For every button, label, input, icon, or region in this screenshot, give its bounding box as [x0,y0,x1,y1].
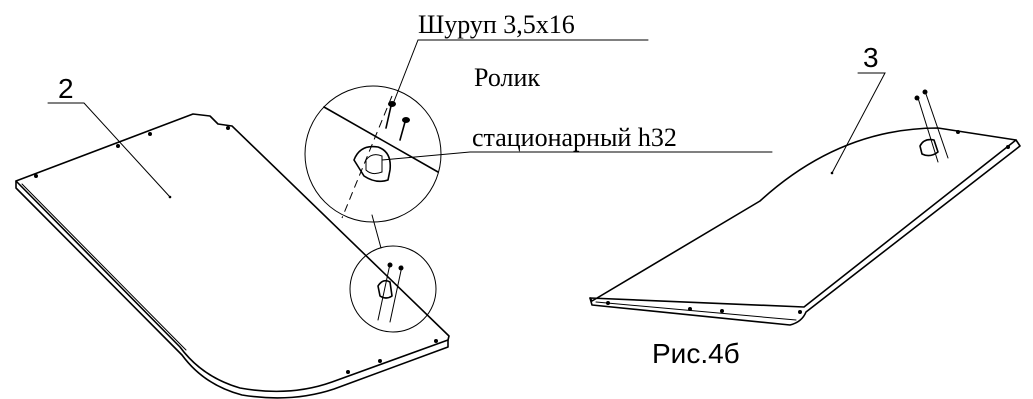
screw-head-large [402,117,410,123]
screw-icon-large [385,105,392,129]
label-roller-line2: стационарный h32 [472,123,677,152]
panel-right-hole [720,309,724,313]
screw-head-small [398,265,404,271]
panel-left-hole [116,144,120,148]
screw-head-small [387,262,393,268]
detail-circle-small [349,245,437,333]
label-3-leader [831,72,886,174]
panel-left-inner-edge [21,183,187,351]
panel-right: 3 [589,42,1021,326]
panel-right-hole [798,310,802,314]
screw-icon-right [925,93,949,159]
panel-left-hole [434,339,438,343]
detail-large-circle: Шуруп 3,5х16 Ролик стационарный h32 [304,10,773,223]
roller-inner-large [365,154,383,175]
screw-head-right [914,95,920,101]
screw-icon-large [399,121,406,141]
detail-panel-edge [323,106,439,173]
detail-connector-line [371,214,382,249]
detail-small-circle [349,214,437,333]
panel-right-hole [606,301,610,305]
label-part-2: 2 [58,73,74,104]
panel-left-hole [148,132,152,136]
panel-left-hole [378,359,382,363]
panel-left-hole [34,174,38,178]
panel-right-thickness-edge [589,139,1021,326]
panel-right-hole [688,307,692,311]
panel-left-top-face [15,113,450,393]
label-screw-leader [392,39,649,105]
screw-icon-right [917,97,939,163]
detail-screw-axis [341,95,393,219]
label-roller-line1: Ролик [474,63,540,92]
roller-icon-large [353,145,392,183]
panel-right-hole [1006,145,1010,149]
panel-left-hole [346,370,350,374]
panel-left: 2 [15,73,450,399]
screw-head-right [922,89,928,95]
screw-head-large [388,101,396,107]
panel-right-inner-edge [595,301,797,321]
screw-icon-small [389,265,403,323]
panel-left-hole [226,126,230,130]
roller-icon-right [919,138,939,157]
label-2-leader [47,102,171,198]
detail-circle-large [304,85,442,223]
screw-icon-small [377,263,391,321]
label-part-3: 3 [863,42,879,73]
label-roller-leader [381,151,773,161]
panel-left-thickness-edge [15,180,449,399]
panel-right-top-face [589,127,1017,308]
label-screw: Шуруп 3,5х16 [418,10,575,39]
panel-right-hole [956,130,960,134]
figure-caption: Рис.4б [652,338,740,369]
